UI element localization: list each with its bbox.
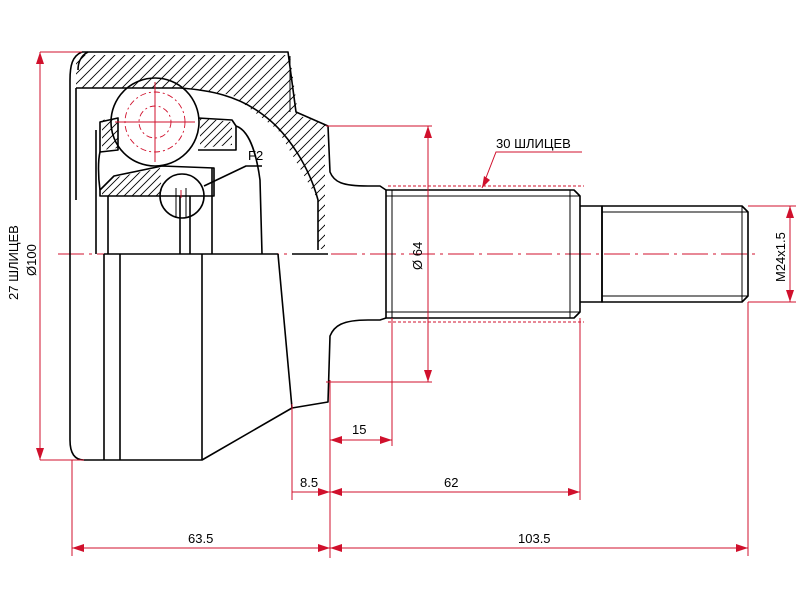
- label-outer-splines: 30 ШЛИЦЕВ: [496, 136, 571, 151]
- stub-shaft: [385, 185, 749, 323]
- hatch-line: [199, 55, 325, 250]
- hatch-line: [109, 55, 321, 250]
- hatch-line: [189, 55, 325, 250]
- hatch-line: [76, 55, 121, 250]
- label-outer-diameter: Ø100: [24, 244, 39, 276]
- hatch-line: [76, 55, 181, 250]
- ball: [110, 77, 200, 167]
- hatch-line: [102, 118, 131, 196]
- hatch-line: [143, 118, 232, 196]
- hatch-line: [159, 55, 325, 250]
- hatch-line: [102, 118, 123, 196]
- hatch-line: [330, 50, 540, 260]
- label-dim-15: 15: [352, 422, 366, 437]
- label-inner-splines: 27 ШЛИЦЕВ: [6, 225, 21, 300]
- hatch-line: [102, 118, 107, 196]
- label-shaft-diameter: Ø 64: [410, 242, 425, 270]
- hatch-line: [289, 55, 325, 250]
- hatch-line: [129, 55, 325, 250]
- hatch-line: [151, 118, 232, 196]
- hatch-line: [191, 118, 232, 196]
- hatch-line: [76, 55, 251, 250]
- hatch-line: [89, 55, 301, 250]
- hatch-line: [279, 55, 325, 250]
- hatch-line: [319, 55, 325, 250]
- detail-f2-label: F2: [248, 148, 263, 163]
- label-dim-62: 62: [444, 475, 458, 490]
- hatch-line: [76, 55, 171, 250]
- outer-housing: [69, 51, 387, 461]
- inner-race-cage: [95, 117, 263, 255]
- dimension-lines: [36, 51, 796, 558]
- label-dim-63-5: 63.5: [188, 531, 213, 546]
- housing-section-hatch: [76, 50, 540, 260]
- hatch-line: [119, 118, 211, 196]
- hatch-line: [102, 118, 139, 196]
- hatch-line: [76, 55, 221, 250]
- hatch-line: [76, 55, 151, 250]
- hatch-line: [76, 55, 161, 250]
- hatch-line: [269, 55, 325, 250]
- hatch-line: [99, 55, 311, 250]
- detail-f2: F2: [159, 148, 263, 219]
- label-thread: M24x1.5: [773, 232, 788, 282]
- hatch-line: [76, 55, 141, 250]
- hatch-line: [209, 55, 325, 250]
- hatch-line: [299, 55, 325, 250]
- hatch-line: [8, 110, 98, 200]
- hatch-line: [223, 118, 232, 196]
- hatch-line: [76, 55, 211, 250]
- hatch-line: [76, 55, 131, 250]
- hatch-line: [309, 55, 325, 250]
- hatch-line: [76, 55, 241, 250]
- hatch-line: [76, 55, 191, 250]
- hatch-line: [169, 55, 325, 250]
- hatch-line: [76, 55, 271, 250]
- hatch-line: [239, 55, 325, 250]
- label-dim-103-5: 103.5: [518, 531, 551, 546]
- label-dim-8-5: 8.5: [300, 475, 318, 490]
